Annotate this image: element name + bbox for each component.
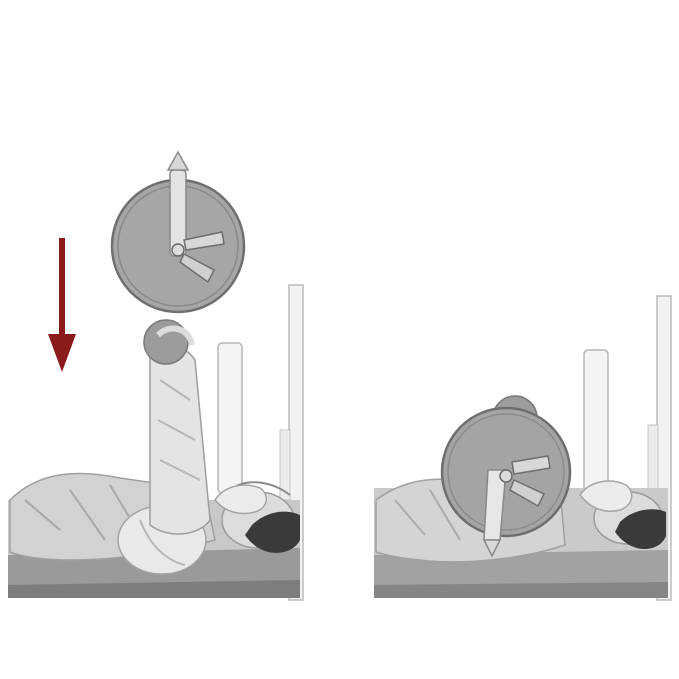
lifter-head-end [593,491,666,549]
barbell-plate [110,150,246,314]
panel-start [8,150,304,601]
hand-on-rack-end [579,480,633,512]
lifter-raised-arm [143,319,211,535]
down-arrow-icon [48,238,76,372]
panel-end [374,295,672,601]
hand-on-rack [214,484,267,515]
barbell-plate-end [440,395,572,558]
